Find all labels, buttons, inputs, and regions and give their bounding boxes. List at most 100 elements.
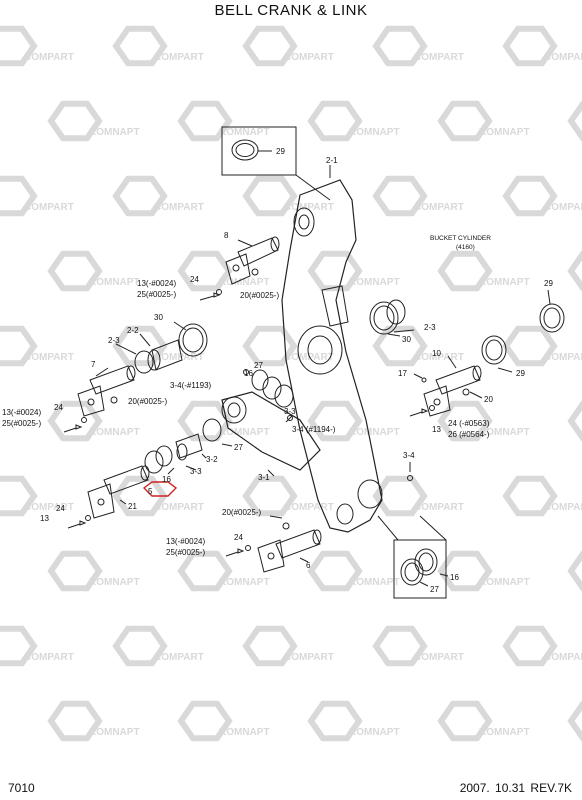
label-3-3-a: 3-3 bbox=[284, 407, 296, 416]
label-16-c: 16 bbox=[450, 573, 459, 582]
label-20-d: 20(#0025-) bbox=[222, 508, 261, 517]
watermark-hexagon bbox=[177, 250, 233, 292]
watermark-text: COMPART bbox=[24, 202, 74, 213]
pin-6-plate bbox=[257, 539, 285, 573]
washer-24a bbox=[216, 289, 222, 295]
label-24-c: 24 (-#0563) bbox=[448, 419, 490, 428]
watermark-text: KOMNAPT bbox=[89, 727, 140, 738]
label-21: 21 bbox=[128, 502, 137, 511]
pin-7-end bbox=[126, 365, 136, 381]
watermark-text: KOMNAPT bbox=[89, 427, 140, 438]
watermark-text: KOMNAPT bbox=[479, 727, 530, 738]
watermark-hexagon bbox=[372, 25, 428, 67]
label-5: 5 bbox=[148, 487, 153, 496]
watermark-text: KOMNAPT bbox=[349, 127, 400, 138]
label-24-b: 24 bbox=[54, 403, 63, 412]
leader-27b bbox=[221, 443, 233, 447]
leader-3-3a bbox=[285, 415, 293, 423]
watermark-hexagon bbox=[177, 400, 233, 442]
seal-29c bbox=[481, 335, 507, 365]
watermark-layer: COMPART COMPART COMPART COMPART COMPART KOMNA… bbox=[0, 25, 582, 742]
seal-29-top-inner bbox=[235, 143, 255, 157]
pin-8-plate bbox=[225, 253, 251, 285]
label-29-right: 29 bbox=[544, 279, 553, 288]
watermark-hexagon bbox=[177, 550, 233, 592]
watermark-hexagon bbox=[437, 700, 493, 742]
watermark-hexagon bbox=[242, 25, 298, 67]
bolt-13e bbox=[225, 548, 245, 557]
link-bore bbox=[227, 402, 241, 418]
watermark-hexagon bbox=[372, 175, 428, 217]
watermark-text: COMPART bbox=[154, 52, 204, 63]
watermark-text: COMPART bbox=[414, 652, 464, 663]
washer-24e bbox=[245, 545, 251, 551]
bell-crank-window bbox=[321, 285, 349, 327]
watermark-text: COMPART bbox=[414, 202, 464, 213]
pin-10 bbox=[435, 365, 481, 395]
pin-10-plate-hole bbox=[433, 398, 441, 406]
watermark-hexagon bbox=[242, 175, 298, 217]
watermark-hexagon bbox=[437, 250, 493, 292]
inset-box-seal-29 bbox=[221, 126, 297, 176]
watermark-hexagon bbox=[307, 250, 363, 292]
seal-27c bbox=[400, 558, 424, 586]
bell-crank-center-boss bbox=[297, 325, 343, 375]
link-boss bbox=[221, 396, 247, 424]
watermark-hexagon bbox=[437, 400, 493, 442]
seal-2-3b bbox=[386, 299, 406, 325]
watermark-hexagon bbox=[437, 550, 493, 592]
pin-8-plate-hole bbox=[232, 264, 240, 272]
label-30-right: 30 bbox=[402, 335, 411, 344]
label-3-4-c: 3-4 bbox=[403, 451, 415, 460]
watermark-hexagon bbox=[112, 25, 168, 67]
leader-3-2 bbox=[201, 453, 207, 459]
highlight-callout-5 bbox=[142, 481, 178, 497]
watermark-text: KOMNAPT bbox=[89, 127, 140, 138]
watermark-hexagon bbox=[567, 100, 582, 142]
leader-20b bbox=[469, 391, 483, 399]
leader-20d bbox=[269, 515, 283, 519]
pin-5-plate bbox=[87, 483, 115, 519]
washer-20a bbox=[251, 268, 259, 276]
revision-date: 2007. 10.31 REV.7K bbox=[459, 781, 572, 795]
label-7: 7 bbox=[91, 360, 96, 369]
watermark-text: COMPART bbox=[154, 502, 204, 513]
watermark-hexagon bbox=[242, 325, 298, 367]
leader-29c bbox=[497, 367, 513, 373]
watermark-hexagon bbox=[47, 250, 103, 292]
part-labels: 29 2-1 8 24 13(-#0024) 25(#0025-) 20(#00… bbox=[2, 147, 553, 594]
label-25-c: 25(#0025-) bbox=[166, 548, 205, 557]
watermark-hexagon bbox=[177, 100, 233, 142]
watermark-hexagon bbox=[177, 700, 233, 742]
pin-10-end bbox=[472, 365, 482, 381]
seal-3-4a bbox=[262, 376, 282, 400]
leader-8 bbox=[237, 239, 253, 247]
leader-29b bbox=[547, 289, 551, 305]
watermark-hexagon bbox=[0, 475, 38, 517]
label-16-a: 16 bbox=[244, 369, 253, 378]
watermark-hexagon bbox=[112, 175, 168, 217]
seal-30a-inner bbox=[182, 327, 204, 353]
bolt-13b bbox=[63, 424, 83, 433]
watermark-hexagon bbox=[567, 700, 582, 742]
inset-leader-lines bbox=[377, 515, 447, 541]
link-body bbox=[221, 391, 321, 471]
pin-8 bbox=[237, 237, 279, 267]
seal-30b-inner bbox=[373, 305, 395, 331]
label-3-4-b: 3-4 (#1194-) bbox=[292, 425, 336, 434]
watermark-text: COMPART bbox=[284, 352, 334, 363]
part-17 bbox=[421, 377, 427, 383]
pin-5-plate-hole bbox=[97, 498, 105, 506]
bushing-2-2 bbox=[151, 339, 183, 371]
label-3-4-a: 3-4(-#1193) bbox=[170, 381, 212, 390]
watermark-text: KOMNAPT bbox=[89, 277, 140, 288]
watermark-hexagon bbox=[502, 175, 558, 217]
watermark-text: COMPART bbox=[284, 52, 334, 63]
label-24-a: 24 bbox=[190, 275, 199, 284]
seal-29-top bbox=[231, 139, 259, 161]
leader-30a bbox=[173, 321, 187, 331]
parts-drawing bbox=[63, 126, 565, 599]
watermark-text: KOMNAPT bbox=[479, 127, 530, 138]
watermark-text: KOMNAPT bbox=[89, 577, 140, 588]
watermark-hexagon bbox=[0, 25, 38, 67]
